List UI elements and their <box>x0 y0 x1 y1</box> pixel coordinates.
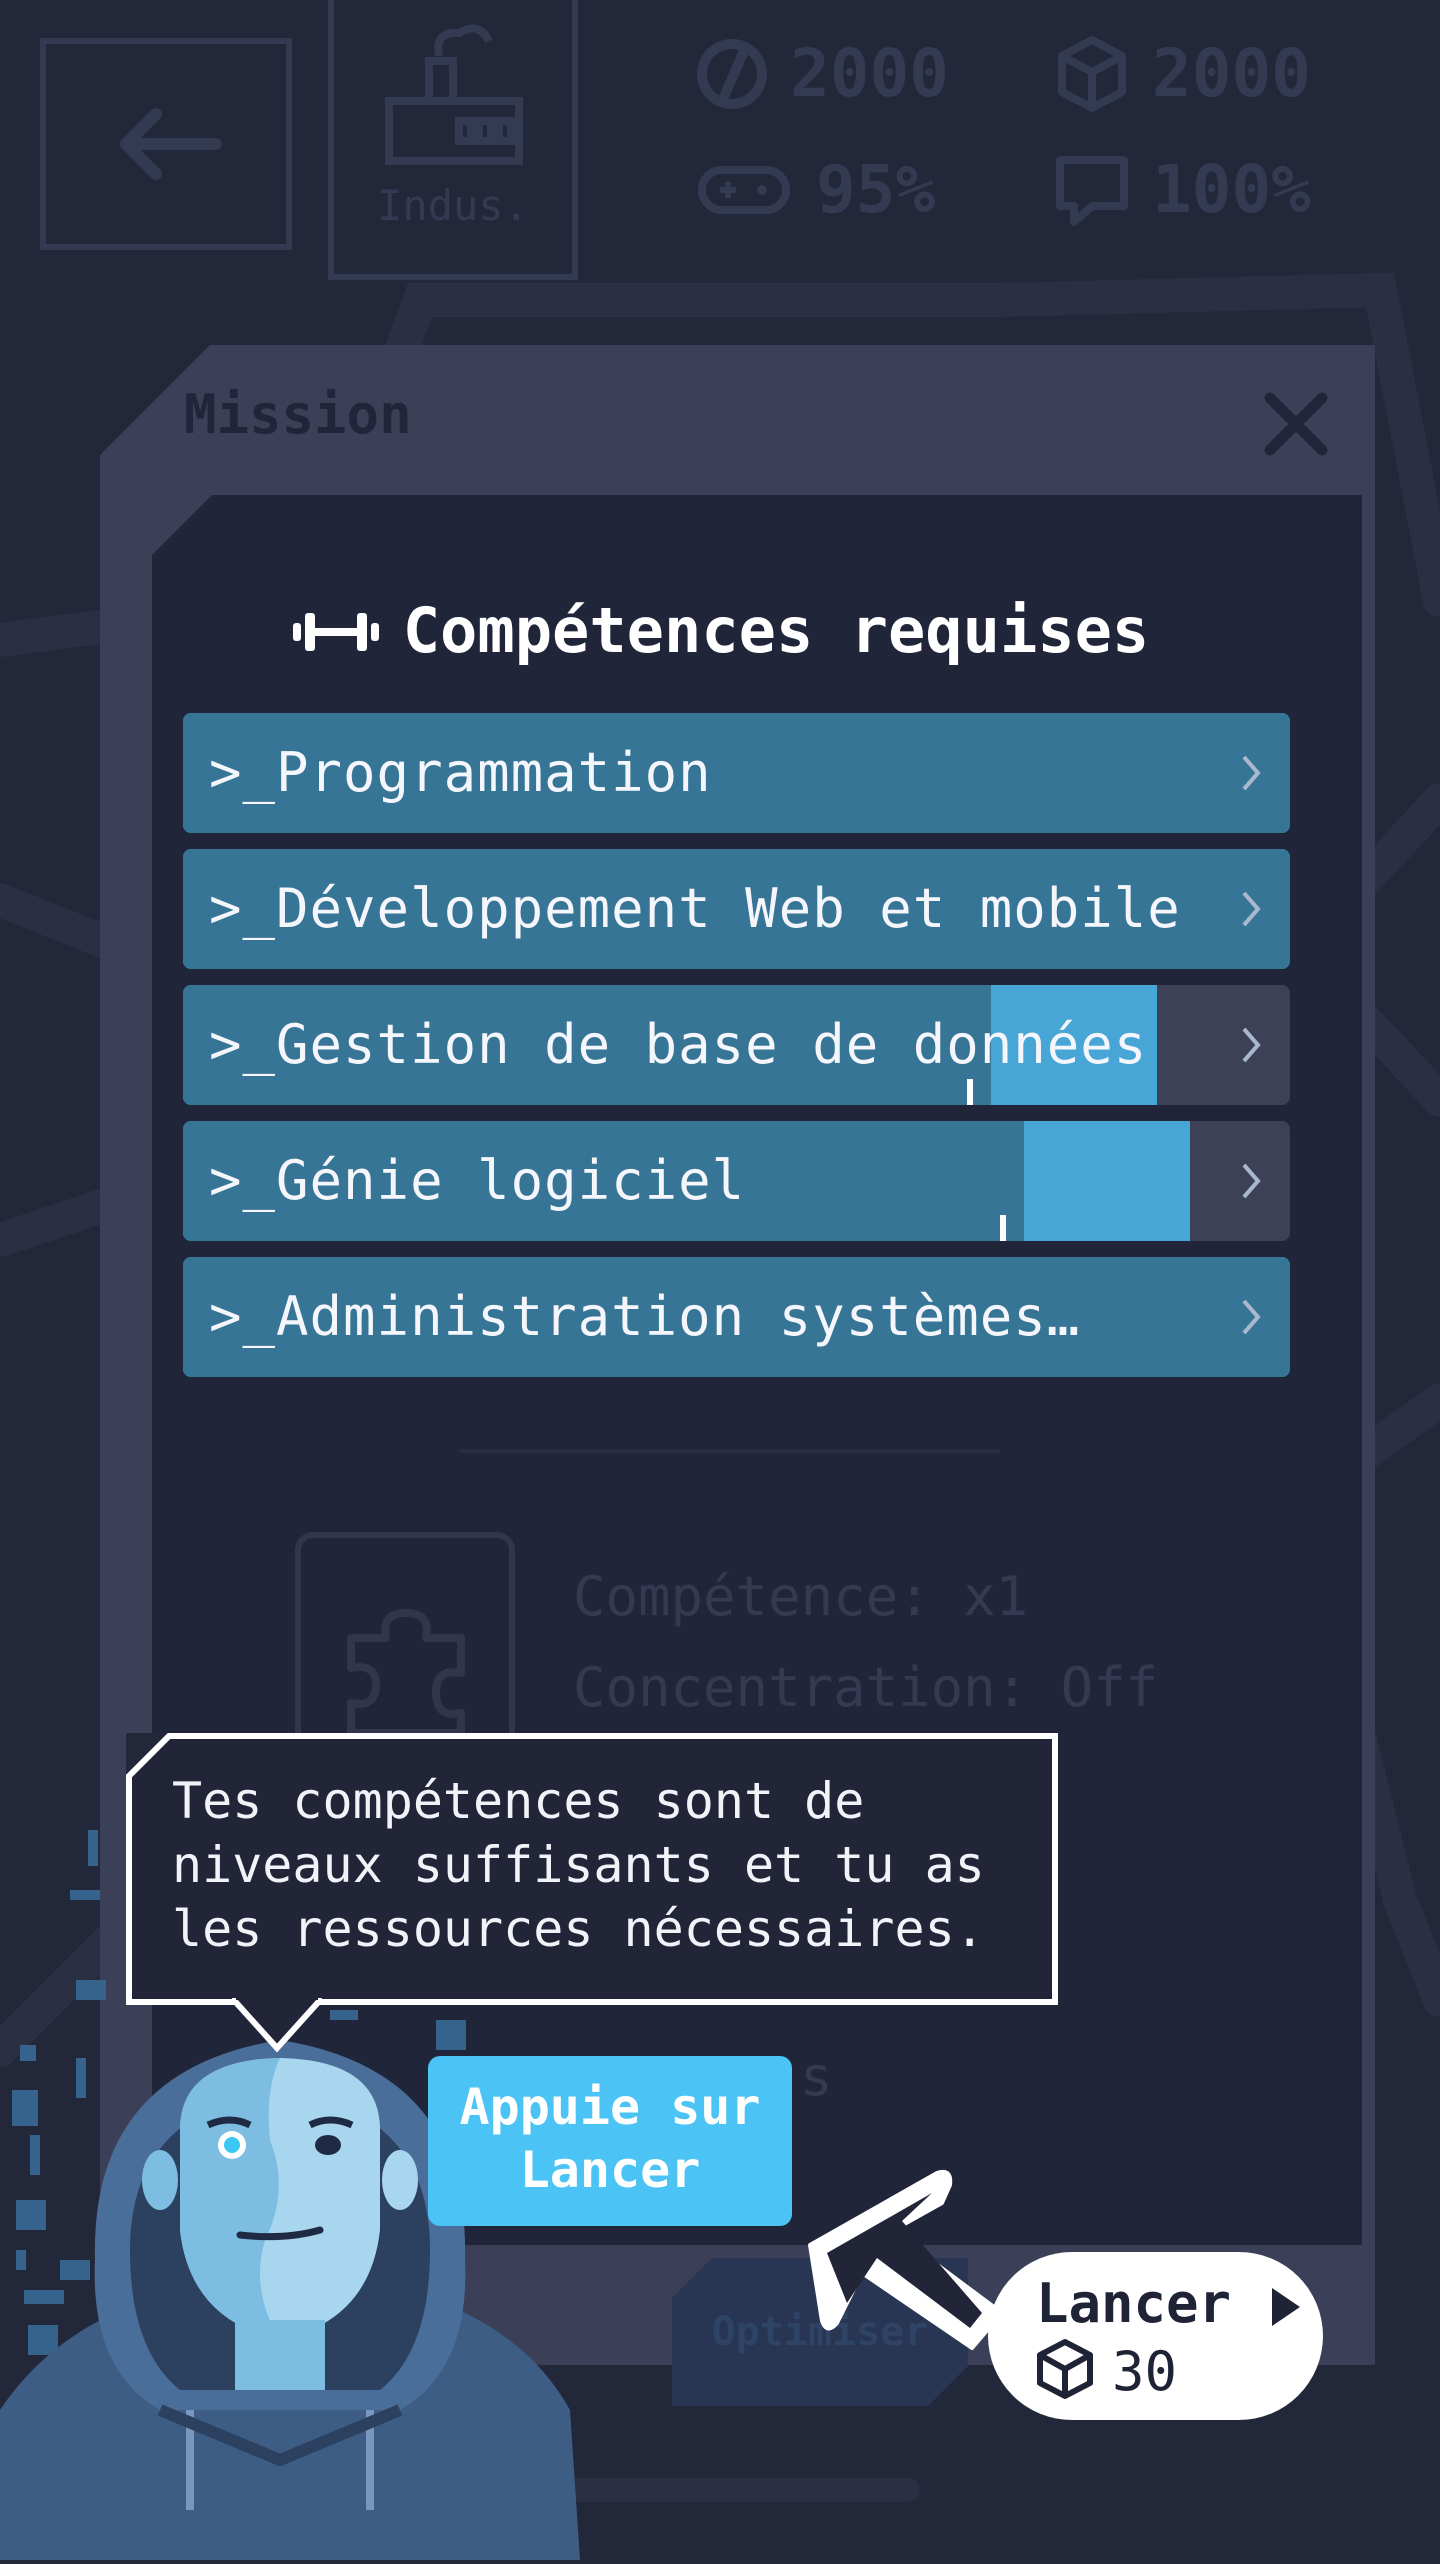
divider <box>460 1449 1000 1453</box>
chevron-right-icon <box>1242 1027 1261 1063</box>
skill-requirement-bar <box>183 713 1290 833</box>
skill-label: >_Administration systèmes… <box>209 1285 1081 1348</box>
building-tab[interactable]: Indus. <box>328 0 578 280</box>
chevron-right-icon <box>1242 1163 1261 1199</box>
skill-label: >_Gestion de base de données <box>209 1013 1148 1076</box>
chat-icon <box>1056 156 1128 226</box>
mission-tab: Mission <box>160 380 480 450</box>
stat-resources-value: 2000 <box>1152 35 1311 112</box>
close-icon <box>1264 392 1328 456</box>
mission-tab-label: Mission <box>184 383 412 446</box>
skill-requirement-bar <box>183 1121 1024 1241</box>
hint-tap-launch-text: Appuie sur Lancer <box>459 2078 761 2199</box>
bonus-line-competence: Compétence: x1 <box>573 1565 1029 1628</box>
stat-fun-value: 95% <box>816 151 936 228</box>
play-icon <box>1272 2288 1300 2326</box>
skill-label: >_Programmation <box>209 741 712 804</box>
skill-row[interactable]: >_Développement Web et mobile <box>183 849 1290 969</box>
close-button[interactable] <box>1212 368 1342 478</box>
arrow-left-icon <box>120 108 222 180</box>
skills-header: Compétences requises <box>0 594 1440 674</box>
stat-money-value: 2000 <box>790 35 949 112</box>
tutorial-speech-text: Tes compétences sont de niveaux suffisan… <box>172 1772 985 1958</box>
dumbbell-icon <box>292 612 379 651</box>
speech-pointer <box>232 1998 322 2053</box>
bonus-partial-text: s <box>800 2045 833 2108</box>
puzzle-icon <box>347 1609 465 1737</box>
speech-corner <box>126 1733 172 1779</box>
launch-button[interactable]: Lancer 30 <box>988 2252 1323 2420</box>
requirement-marker <box>967 1079 973 1105</box>
skill-requirement-bar <box>183 985 991 1105</box>
skill-row[interactable]: >_Gestion de base de données <box>183 985 1290 1105</box>
building-label: Indus. <box>377 181 529 230</box>
skill-row[interactable]: >_Génie logiciel <box>183 1121 1290 1241</box>
cube-icon <box>1037 2339 1093 2399</box>
stat-satisfaction-value: 100% <box>1152 151 1311 228</box>
hint-tap-launch: Appuie sur Lancer <box>428 2056 792 2226</box>
chevron-right-icon <box>1242 1299 1261 1335</box>
launch-cost: 30 <box>1112 2340 1178 2403</box>
chevron-right-icon <box>1242 755 1261 791</box>
hacker-avatar <box>0 1990 600 2560</box>
gamepad-icon <box>698 166 790 214</box>
skill-row[interactable]: >_Administration systèmes… <box>183 1257 1290 1377</box>
bonus-line-concentration: Concentration: Off <box>573 1656 1159 1719</box>
skill-label: >_Génie logiciel <box>209 1149 746 1212</box>
requirement-marker <box>1000 1215 1006 1241</box>
skill-row[interactable]: >_Programmation <box>183 713 1290 833</box>
launch-label: Lancer <box>1036 2272 1232 2335</box>
chevron-right-icon <box>1242 891 1261 927</box>
back-button[interactable] <box>40 38 292 250</box>
skill-requirement-bar <box>183 849 1290 969</box>
cube-icon <box>1058 36 1126 112</box>
skill-label: >_Développement Web et mobile <box>209 877 1181 940</box>
factory-icon <box>385 24 523 165</box>
pointer-arrow-icon <box>808 2169 1004 2350</box>
skill-requirement-bar <box>183 1257 1290 1377</box>
money-icon <box>697 39 767 109</box>
skills-title: Compétences requises <box>402 594 1150 667</box>
tutorial-speech-bubble: Tes compétences sont de niveaux suffisan… <box>126 1733 1058 2005</box>
